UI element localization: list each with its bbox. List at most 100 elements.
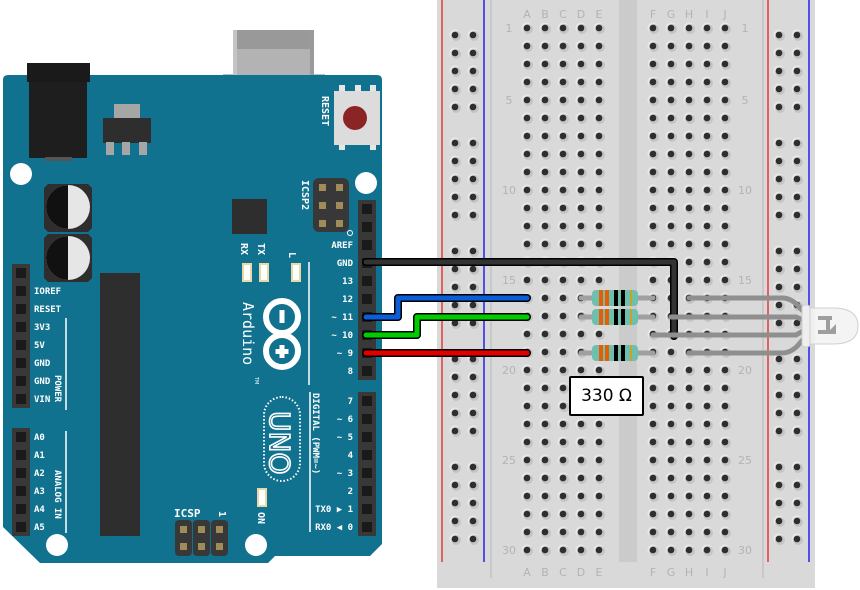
- breadboard-hole[interactable]: [521, 436, 534, 449]
- breadboard-hole[interactable]: [683, 274, 696, 287]
- breadboard-hole[interactable]: [449, 173, 462, 186]
- pin11-wire[interactable]: [362, 294, 531, 321]
- breadboard-hole[interactable]: [521, 544, 534, 557]
- breadboard-hole[interactable]: [683, 472, 696, 485]
- breadboard-hole[interactable]: [773, 407, 786, 420]
- breadboard-hole[interactable]: [719, 184, 732, 197]
- breadboard-hole[interactable]: [467, 65, 480, 78]
- breadboard-hole[interactable]: [773, 29, 786, 42]
- breadboard-hole[interactable]: [449, 47, 462, 60]
- breadboard-hole[interactable]: [449, 407, 462, 420]
- breadboard-hole[interactable]: [539, 490, 552, 503]
- breadboard-hole[interactable]: [557, 40, 570, 53]
- breadboard-hole[interactable]: [575, 364, 588, 377]
- breadboard-hole[interactable]: [557, 436, 570, 449]
- breadboard-hole[interactable]: [575, 22, 588, 35]
- breadboard-hole[interactable]: [467, 209, 480, 222]
- breadboard-hole[interactable]: [647, 436, 660, 449]
- breadboard-hole[interactable]: [449, 83, 462, 96]
- header-pin[interactable]: [362, 414, 372, 424]
- breadboard-hole[interactable]: [467, 155, 480, 168]
- breadboard-hole[interactable]: [467, 101, 480, 114]
- breadboard-hole[interactable]: [701, 256, 714, 269]
- breadboard-hole[interactable]: [773, 191, 786, 204]
- breadboard-hole[interactable]: [557, 94, 570, 107]
- breadboard-hole[interactable]: [719, 382, 732, 395]
- header-pin[interactable]: [16, 286, 26, 296]
- breadboard-hole[interactable]: [683, 22, 696, 35]
- breadboard-hole[interactable]: [791, 497, 804, 510]
- breadboard-hole[interactable]: [557, 148, 570, 161]
- breadboard-hole[interactable]: [719, 454, 732, 467]
- breadboard-hole[interactable]: [575, 454, 588, 467]
- breadboard-hole[interactable]: [521, 184, 534, 197]
- breadboard-hole[interactable]: [683, 508, 696, 521]
- breadboard-hole[interactable]: [791, 263, 804, 276]
- breadboard-hole[interactable]: [683, 400, 696, 413]
- breadboard-hole[interactable]: [575, 274, 588, 287]
- breadboard-hole[interactable]: [791, 281, 804, 294]
- breadboard-hole[interactable]: [683, 526, 696, 539]
- breadboard-hole[interactable]: [539, 508, 552, 521]
- breadboard-hole[interactable]: [521, 274, 534, 287]
- breadboard-hole[interactable]: [647, 22, 660, 35]
- breadboard-hole[interactable]: [521, 526, 534, 539]
- breadboard-hole[interactable]: [719, 400, 732, 413]
- breadboard-hole[interactable]: [557, 454, 570, 467]
- header-pin[interactable]: [16, 432, 26, 442]
- breadboard-hole[interactable]: [539, 40, 552, 53]
- breadboard-hole[interactable]: [593, 76, 606, 89]
- breadboard-hole[interactable]: [701, 436, 714, 449]
- breadboard-hole[interactable]: [665, 130, 678, 143]
- breadboard-hole[interactable]: [575, 112, 588, 125]
- breadboard-hole[interactable]: [593, 436, 606, 449]
- breadboard-hole[interactable]: [791, 407, 804, 420]
- breadboard-hole[interactable]: [521, 40, 534, 53]
- breadboard-hole[interactable]: [647, 274, 660, 287]
- breadboard-hole[interactable]: [467, 137, 480, 150]
- breadboard-hole[interactable]: [593, 202, 606, 215]
- breadboard-hole[interactable]: [701, 274, 714, 287]
- header-pin[interactable]: [362, 276, 372, 286]
- breadboard-hole[interactable]: [647, 112, 660, 125]
- header-pin[interactable]: [16, 358, 26, 368]
- breadboard-hole[interactable]: [683, 220, 696, 233]
- breadboard-hole[interactable]: [701, 166, 714, 179]
- breadboard-hole[interactable]: [593, 328, 606, 341]
- breadboard-hole[interactable]: [575, 148, 588, 161]
- breadboard-hole[interactable]: [791, 353, 804, 366]
- breadboard-hole[interactable]: [539, 148, 552, 161]
- breadboard-hole[interactable]: [521, 148, 534, 161]
- breadboard-hole[interactable]: [449, 479, 462, 492]
- breadboard-hole[interactable]: [593, 544, 606, 557]
- breadboard-hole[interactable]: [449, 101, 462, 114]
- breadboard-hole[interactable]: [719, 22, 732, 35]
- breadboard-hole[interactable]: [683, 112, 696, 125]
- breadboard-hole[interactable]: [521, 220, 534, 233]
- breadboard-hole[interactable]: [575, 202, 588, 215]
- breadboard-hole[interactable]: [467, 281, 480, 294]
- pin10-wire[interactable]: [362, 313, 531, 339]
- breadboard-hole[interactable]: [467, 497, 480, 510]
- breadboard-hole[interactable]: [539, 58, 552, 71]
- breadboard-hole[interactable]: [665, 184, 678, 197]
- breadboard-hole[interactable]: [521, 418, 534, 431]
- breadboard-hole[interactable]: [665, 76, 678, 89]
- breadboard-hole[interactable]: [521, 382, 534, 395]
- breadboard-hole[interactable]: [647, 382, 660, 395]
- breadboard-hole[interactable]: [521, 490, 534, 503]
- resistor[interactable]: [578, 309, 656, 325]
- breadboard-hole[interactable]: [593, 490, 606, 503]
- breadboard-hole[interactable]: [665, 166, 678, 179]
- breadboard-hole[interactable]: [791, 371, 804, 384]
- breadboard-hole[interactable]: [557, 544, 570, 557]
- breadboard-hole[interactable]: [593, 130, 606, 143]
- breadboard-hole[interactable]: [701, 418, 714, 431]
- breadboard-hole[interactable]: [719, 238, 732, 251]
- breadboard-hole[interactable]: [467, 245, 480, 258]
- breadboard-hole[interactable]: [719, 472, 732, 485]
- breadboard-hole[interactable]: [665, 346, 678, 359]
- breadboard-hole[interactable]: [683, 166, 696, 179]
- breadboard-hole[interactable]: [593, 238, 606, 251]
- breadboard-hole[interactable]: [521, 454, 534, 467]
